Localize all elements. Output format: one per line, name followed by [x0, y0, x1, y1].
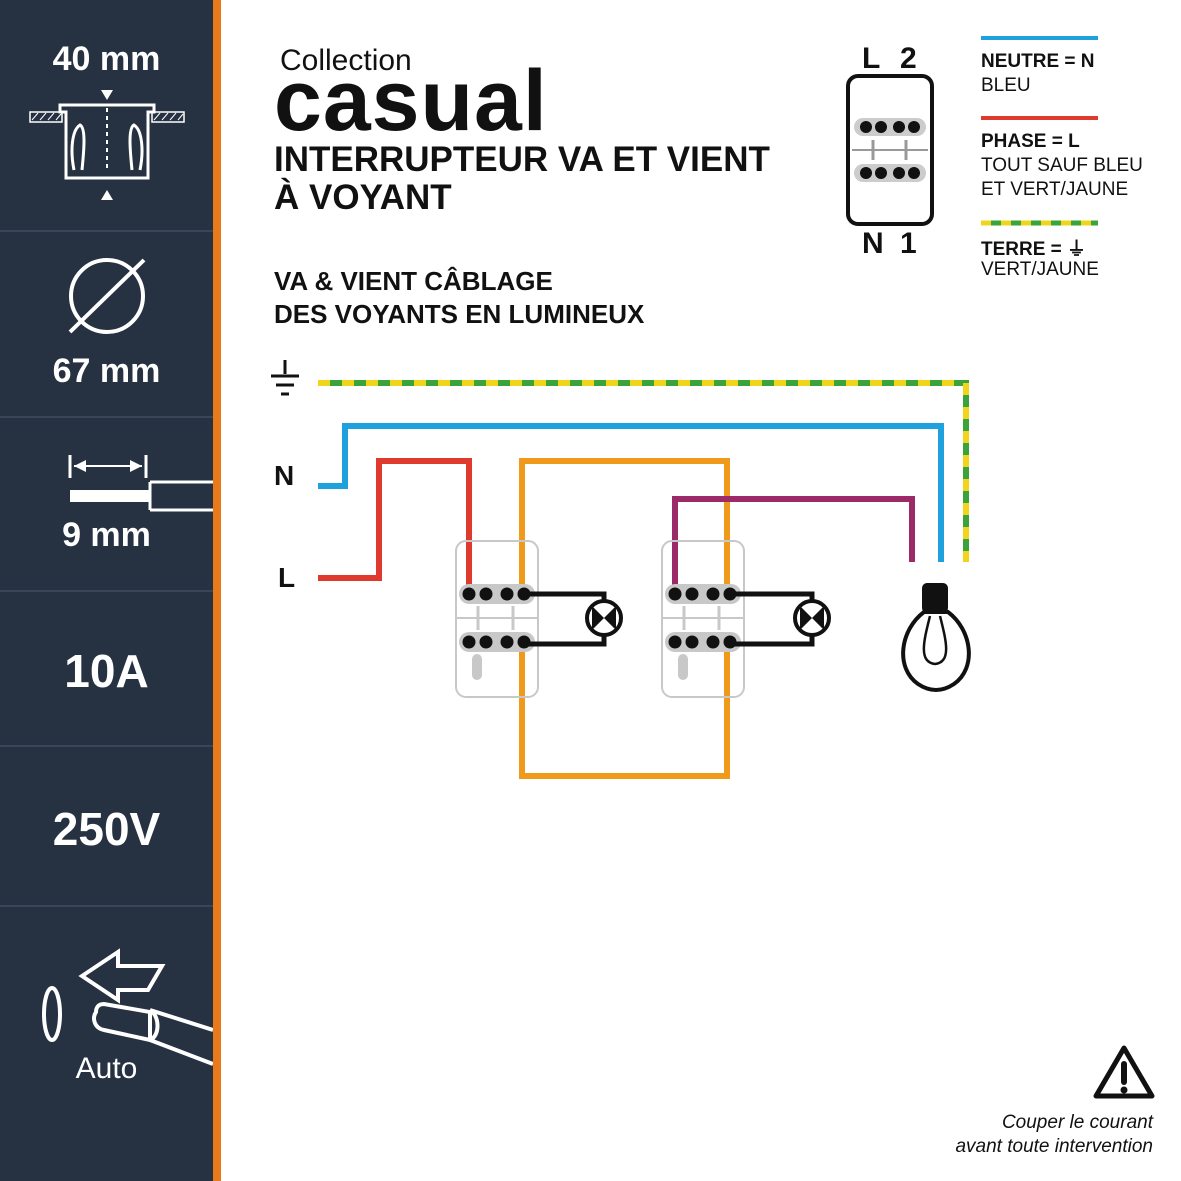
- collection-label: Collection: [280, 44, 412, 77]
- legend-earth-desc: VERT/JAUNE: [981, 259, 1099, 280]
- subtitle-line1: VA & VIENT CÂBLAGE: [274, 266, 553, 296]
- diameter-icon: [68, 258, 146, 334]
- terminal-label-l: L: [862, 42, 881, 75]
- traveler-wire-bottom: [519, 640, 730, 779]
- light-bulb-icon: [901, 583, 971, 692]
- sidebar-divider: [0, 905, 213, 907]
- auto-terminal-icon: [42, 948, 213, 1066]
- warning-icon: [1093, 1045, 1155, 1099]
- terminal-label-1: 1: [900, 227, 917, 260]
- indicator-lamp-2-icon: [793, 599, 831, 637]
- warning-line1: Couper le courant: [1001, 1112, 1153, 1133]
- earth-wire: [318, 380, 969, 562]
- page-title-line2: À VOYANT: [274, 178, 452, 217]
- switch-1: [455, 540, 539, 698]
- legend-phase-title: PHASE = L: [981, 131, 1080, 152]
- terminal-label-2: 2: [900, 42, 917, 75]
- spec-voltage: 250V: [52, 803, 161, 855]
- legend-neutral-title: NEUTRE = N: [981, 51, 1095, 72]
- spec-terminal-type: Auto: [75, 1052, 138, 1085]
- switch-2-indicator-wire: [730, 591, 815, 647]
- terminal-label-n: N: [862, 227, 884, 260]
- subtitle-line2: DES VOYANTS EN LUMINEUX: [274, 299, 645, 329]
- neutral-wire-label: N: [274, 460, 295, 491]
- switch-2: [661, 540, 745, 698]
- spec-depth: 40 mm: [52, 40, 161, 78]
- box-depth-icon: [29, 103, 185, 180]
- traveler-wire-top: [519, 458, 730, 598]
- switch-1-indicator-wire: [524, 591, 607, 647]
- warning-line2: avant toute intervention: [955, 1136, 1153, 1157]
- sidebar-divider: [0, 590, 213, 592]
- earth-wire-dash: [318, 380, 969, 562]
- spec-current: 10A: [64, 645, 149, 697]
- phase-wire-label: L: [278, 562, 296, 593]
- page-title-line1: INTERRUPTEUR VA ET VIENT: [274, 140, 770, 179]
- indicator-lamp-1-icon: [585, 599, 623, 637]
- return-wire: [672, 496, 915, 598]
- arrow-down-icon: [101, 90, 113, 100]
- terminal-block-icon: [846, 74, 934, 226]
- earth-symbol-icon: [271, 360, 299, 396]
- legend-phase-desc1: TOUT SAUF BLEU: [981, 155, 1143, 176]
- legend-earth-title: TERRE = ⏚: [981, 239, 1087, 260]
- legend-neutral-desc: BLEU: [981, 75, 1031, 96]
- spec-strip-length: 9 mm: [62, 516, 151, 554]
- sidebar-divider: [0, 416, 213, 418]
- sidebar-icons: [29, 90, 213, 1066]
- brand-logo: casual: [274, 53, 548, 149]
- neutral-wire: [318, 423, 944, 562]
- phase-wire: [318, 458, 472, 598]
- wire-strip-icon: [68, 455, 213, 512]
- sidebar-accent-bar: [213, 0, 221, 1181]
- sidebar-divider: [0, 745, 213, 747]
- legend-phase-desc2: ET VERT/JAUNE: [981, 179, 1129, 200]
- sidebar-divider: [0, 230, 213, 232]
- spec-diameter: 67 mm: [52, 352, 161, 390]
- arrow-up-icon: [101, 190, 113, 200]
